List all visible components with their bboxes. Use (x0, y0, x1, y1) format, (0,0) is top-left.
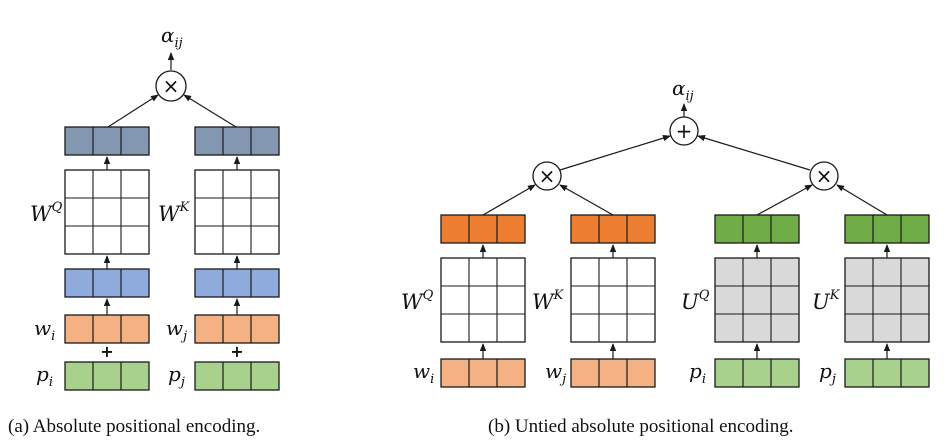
panel-a-word-label-right: wj (166, 316, 187, 344)
panel-b: αij + × × (401, 76, 930, 437)
svg-text:×: × (816, 164, 833, 188)
panel-b-word-key-input-vector (570, 358, 656, 388)
panel-b-word-key-weight-matrix (570, 257, 656, 343)
svg-text:+: + (676, 119, 693, 143)
panel-b-pos-key-input-label: pj (819, 359, 836, 387)
panel-a-query-to-op-arrow (107, 94, 159, 128)
panel-b-right-mult-to-add-arrow (697, 134, 811, 171)
panel-a-position-vector-left (64, 361, 150, 391)
panel-b-pos-key-vector (844, 214, 930, 244)
panel-a-word-vector-right (194, 314, 280, 344)
panel-b-word-query-input-vector (440, 358, 526, 388)
panel-b-left-mult-to-add-arrow (559, 135, 671, 171)
panel-b-word-query-to-op-arrow (482, 184, 536, 216)
panel-b-add-operator: + (669, 116, 699, 146)
panel-a-key-to-op-arrow (183, 94, 237, 128)
panel-a-position-label-right: pj (168, 362, 185, 390)
panel-a-output-label: αij (161, 23, 183, 51)
panel-a-key-vector (194, 126, 280, 156)
panel-a-hidden-vector-right (194, 268, 280, 298)
panel-b-pos-query-weight-matrix (714, 257, 800, 343)
panel-b-word-key-input-label: wj (545, 359, 566, 387)
panel-a-word-label-left: wi (34, 316, 55, 344)
panel-b-pos-query-vector (714, 214, 800, 244)
panel-a-key-weight-matrix (194, 169, 280, 255)
panel-b-pos-key-input-vector (844, 358, 930, 388)
panel-a-word-vector-left (64, 314, 150, 344)
panel-a-position-vector-right (194, 361, 280, 391)
panel-b-position-multiply-operator: × (809, 161, 839, 191)
panel-b-word-key-to-op-arrow (559, 184, 614, 216)
panel-a-key-matrix-label: WK (158, 200, 191, 226)
panel-b-word-multiply-operator: × (532, 161, 562, 191)
panel-b-word-query-weight-matrix (440, 257, 526, 343)
panel-b-pos-query-input-vector (714, 358, 800, 388)
panel-b-word-key-vector (570, 214, 656, 244)
panel-a-query-vector (64, 126, 150, 156)
panel-a-query-weight-matrix (64, 169, 150, 255)
panel-a-multiply-operator: × (155, 70, 187, 102)
panel-a-plus-left: + (100, 342, 113, 361)
panel-a: αij × WQ (8, 23, 280, 437)
panel-b-output-label: αij (672, 76, 694, 104)
panel-b-pos-query-matrix-label: UQ (681, 288, 710, 314)
panel-b-word-query-vector (440, 214, 526, 244)
panel-a-query-matrix-label: WQ (30, 200, 63, 226)
panel-b-pos-key-to-op-arrow (836, 184, 888, 216)
panel-b-pos-query-input-label: pi (689, 359, 706, 387)
panel-a-position-label-left: pi (36, 362, 53, 390)
panel-b-pos-key-matrix-label: UK (812, 288, 841, 314)
panel-b-pos-query-to-op-arrow (756, 184, 813, 216)
svg-text:×: × (539, 164, 556, 188)
panel-a-hidden-vector-left (64, 268, 150, 298)
panel-b-word-query-input-label: wi (413, 359, 434, 387)
panel-b-word-query-matrix-label: WQ (401, 288, 434, 314)
panel-b-caption: (b) Untied absolute positional encoding. (488, 416, 794, 437)
svg-text:×: × (163, 74, 180, 98)
panel-a-plus-right: + (230, 342, 243, 361)
panel-a-caption: (a) Absolute positional encoding. (8, 416, 260, 437)
panel-b-word-key-matrix-label: WK (532, 288, 565, 314)
panel-b-pos-key-weight-matrix (844, 257, 930, 343)
